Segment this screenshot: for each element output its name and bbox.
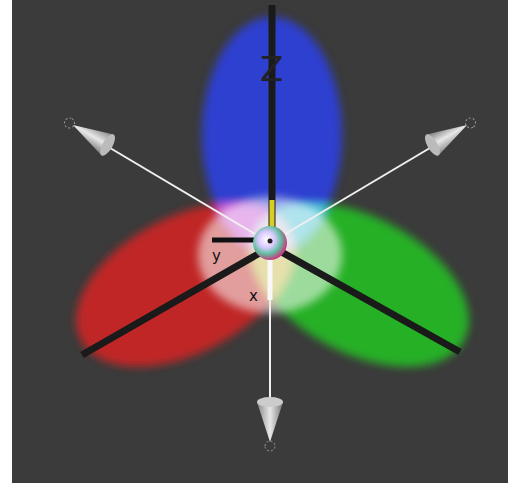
axis-label: Z <box>260 52 283 86</box>
axis-label: y <box>212 249 221 264</box>
axis-label: x <box>249 289 258 304</box>
